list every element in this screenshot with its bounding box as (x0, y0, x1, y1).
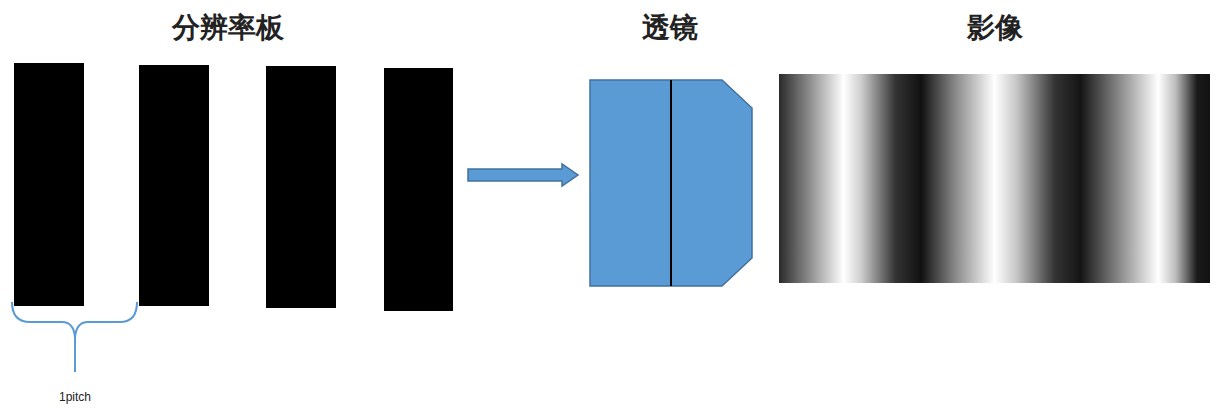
resolution-bars (3, 63, 455, 313)
diagram-heading: 分辨率板 (3, 8, 453, 48)
black-bar (384, 68, 453, 311)
image-panel: 影像 (779, 8, 1210, 288)
diagram-heading: 透镜 (585, 8, 755, 48)
lens: 透镜 (585, 8, 755, 290)
diagram-heading: 影像 (779, 8, 1210, 48)
lens-divider (670, 80, 672, 286)
block-arrow (468, 164, 578, 186)
lens-shape (585, 78, 755, 290)
pitch-bracket (12, 302, 137, 372)
black-bar (266, 66, 336, 308)
black-bar (14, 63, 84, 306)
image-stripes (779, 74, 1210, 283)
black-bar (139, 65, 209, 306)
blurred-stripes (779, 74, 1210, 284)
pitch-label: 1pitch (59, 390, 91, 404)
lens-body (590, 80, 752, 286)
resolution-board: 分辨率板 (3, 8, 453, 313)
